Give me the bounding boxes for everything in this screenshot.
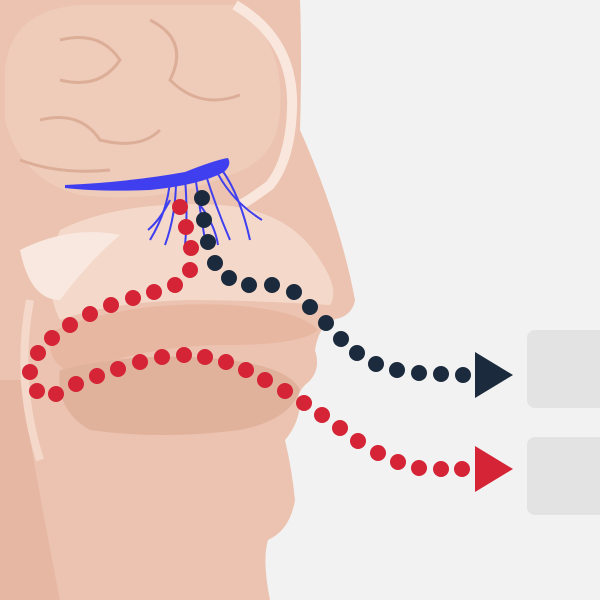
retronasal-path bbox=[22, 199, 470, 477]
orthonasal-dot bbox=[264, 277, 280, 293]
brain-fold-2 bbox=[149, 18, 241, 102]
orthonasal-label-box bbox=[527, 330, 600, 408]
brain-fold-3 bbox=[39, 116, 162, 145]
retronasal-dot bbox=[257, 372, 273, 388]
retronasal-dot bbox=[238, 362, 254, 378]
orthonasal-arrowhead bbox=[475, 352, 513, 398]
olfactory-bulb bbox=[65, 158, 263, 246]
retronasal-dot bbox=[82, 306, 98, 322]
retronasal-dot bbox=[89, 368, 105, 384]
retronasal-dot bbox=[314, 407, 330, 423]
retronasal-dot bbox=[332, 420, 348, 436]
retronasal-dot bbox=[125, 290, 141, 306]
pharynx-line bbox=[20, 299, 44, 462]
retronasal-dot bbox=[146, 284, 162, 300]
retronasal-dot bbox=[296, 395, 312, 411]
orthonasal-dot bbox=[411, 365, 427, 381]
nasal-bone-highlight bbox=[20, 232, 120, 300]
orthonasal-dot bbox=[433, 366, 449, 382]
orthonasal-dot bbox=[389, 362, 405, 378]
retronasal-dot bbox=[454, 461, 470, 477]
retronasal-dot bbox=[110, 361, 126, 377]
orthonasal-dot bbox=[349, 345, 365, 361]
orthonasal-dot bbox=[207, 255, 223, 271]
orthonasal-dot bbox=[455, 367, 471, 383]
brain-fold-1 bbox=[59, 36, 122, 84]
retronasal-dot bbox=[48, 386, 64, 402]
nasal-cavity bbox=[50, 204, 334, 320]
retronasal-dot bbox=[182, 262, 198, 278]
retronasal-arrowhead bbox=[475, 446, 513, 492]
retronasal-dot bbox=[172, 199, 188, 215]
retronasal-dot bbox=[68, 376, 84, 392]
orthonasal-dot bbox=[241, 277, 257, 293]
orthonasal-dot bbox=[286, 284, 302, 300]
retronasal-dot bbox=[183, 240, 199, 256]
retronasal-dot bbox=[29, 383, 45, 399]
orthonasal-path bbox=[194, 190, 471, 383]
palate bbox=[50, 304, 318, 375]
retronasal-dot bbox=[390, 454, 406, 470]
retronasal-dot bbox=[197, 349, 213, 365]
brain bbox=[5, 5, 281, 198]
retronasal-dot bbox=[30, 345, 46, 361]
retronasal-dot bbox=[433, 461, 449, 477]
retronasal-dot bbox=[167, 277, 183, 293]
retronasal-dot bbox=[176, 347, 192, 363]
orthonasal-dot bbox=[368, 356, 384, 372]
retronasal-dot bbox=[154, 349, 170, 365]
orthonasal-dot bbox=[302, 299, 318, 315]
retronasal-dot bbox=[132, 354, 148, 370]
orthonasal-dot bbox=[333, 331, 349, 347]
orthonasal-dot bbox=[194, 190, 210, 206]
skull-outline bbox=[232, 0, 298, 210]
retronasal-dot bbox=[218, 354, 234, 370]
retronasal-dot bbox=[277, 383, 293, 399]
orthonasal-dot bbox=[318, 315, 334, 331]
retronasal-dot bbox=[411, 460, 427, 476]
retronasal-dot bbox=[103, 297, 119, 313]
retronasal-dot bbox=[370, 445, 386, 461]
retronasal-label-box bbox=[527, 437, 600, 515]
retronasal-dot bbox=[22, 364, 38, 380]
throat bbox=[0, 380, 60, 600]
orthonasal-dot bbox=[221, 270, 237, 286]
brain-fold-4 bbox=[19, 158, 111, 173]
orthonasal-dot bbox=[196, 212, 212, 228]
retronasal-dot bbox=[178, 219, 194, 235]
retronasal-dot bbox=[350, 433, 366, 449]
retronasal-dot bbox=[44, 330, 60, 346]
orthonasal-dot bbox=[200, 234, 216, 250]
retronasal-dot bbox=[62, 317, 78, 333]
